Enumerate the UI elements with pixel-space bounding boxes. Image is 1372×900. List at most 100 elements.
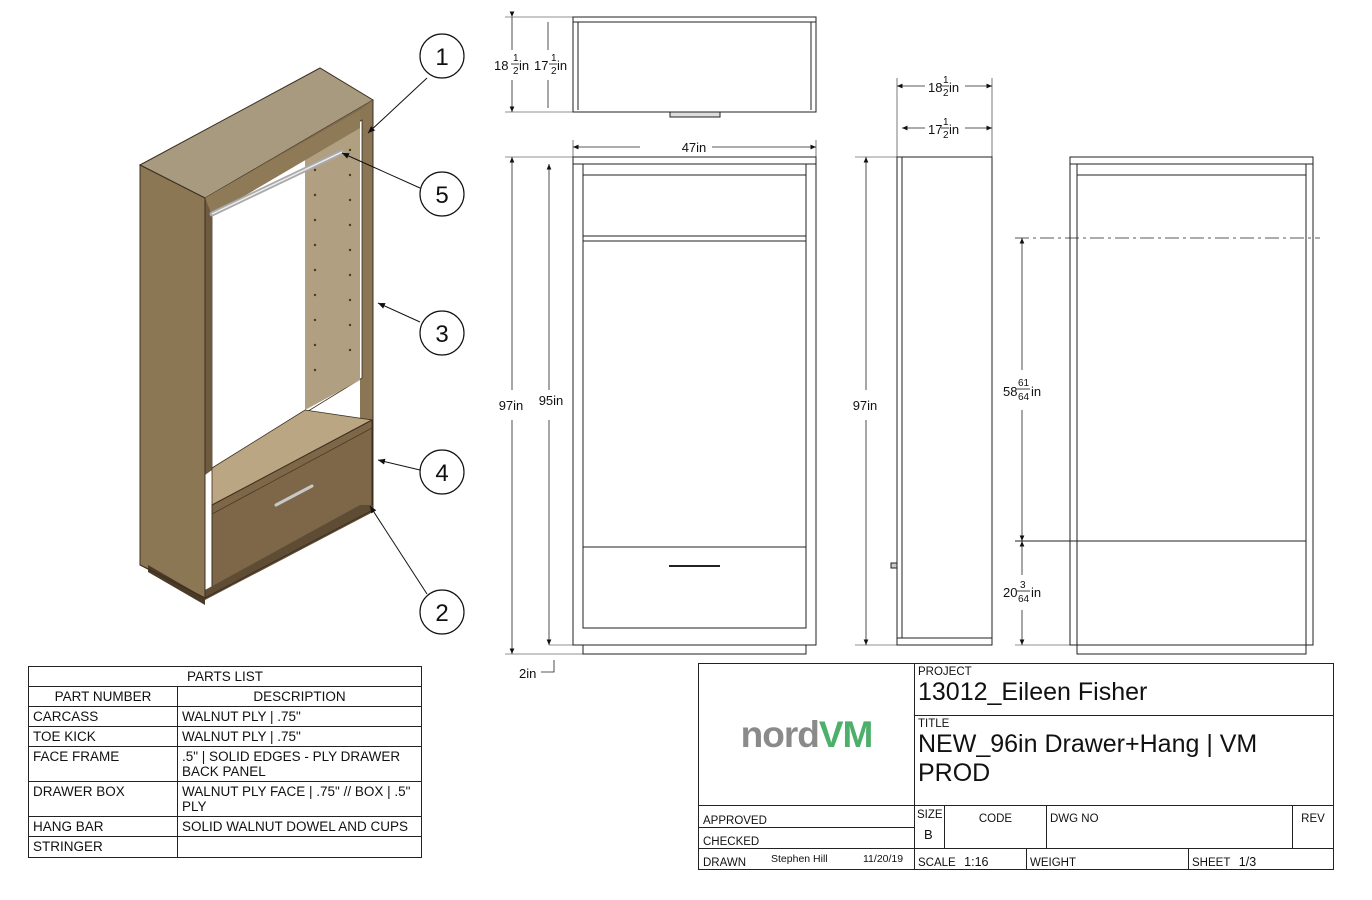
weight-label: WEIGHT xyxy=(1030,857,1076,869)
part-number: HANG BAR xyxy=(28,816,178,837)
size-cell: SIZE B xyxy=(915,806,945,849)
part-number: TOE KICK xyxy=(28,726,178,747)
approved-label: APPROVED xyxy=(703,815,767,827)
dim-top-inner-unit: in xyxy=(557,58,567,73)
dim-side-inner-unit: in xyxy=(949,122,959,137)
callout-2: 2 xyxy=(419,589,465,635)
callout-1-label: 1 xyxy=(435,44,448,71)
callout-3-label: 3 xyxy=(435,321,448,348)
dim-top-inner-whole: 17 xyxy=(534,58,548,73)
dim-side-outer-num: 1 xyxy=(943,75,949,86)
table-row: TOE KICK WALNUT PLY | .75" xyxy=(28,726,422,747)
dim-side-outer-den: 2 xyxy=(943,88,949,99)
table-row: HANG BAR SOLID WALNUT DOWEL AND CUPS xyxy=(28,816,422,837)
table-row: FACE FRAME .5" | SOLID EDGES - PLY DRAWE… xyxy=(28,746,422,782)
logo-area: nordVM xyxy=(699,664,915,806)
scale-cell: SCALE 1:16 xyxy=(915,849,1027,870)
title-cell: TITLE NEW_96in Drawer+Hang | VM PROD xyxy=(915,716,1333,806)
dim-top-outer: 18 1 2 in xyxy=(494,53,529,77)
part-description: SOLID WALNUT DOWEL AND CUPS xyxy=(177,816,422,837)
parts-header-part-number: PART NUMBER xyxy=(28,686,178,707)
scale-label: SCALE xyxy=(918,857,956,869)
parts-header-description: DESCRIPTION xyxy=(177,686,422,707)
dim-side-outer-whole: 18 xyxy=(928,80,942,95)
code-label: CODE xyxy=(978,813,1013,825)
dim-top-outer-unit: in xyxy=(519,58,529,73)
weight-cell: WEIGHT xyxy=(1027,849,1189,870)
table-row: CARCASS WALNUT PLY | .75" xyxy=(28,706,422,727)
dim-side-inner-num: 1 xyxy=(943,117,949,128)
dim-top-inner-num: 1 xyxy=(551,53,557,64)
table-row: DRAWER BOX WALNUT PLY FACE | .75" // BOX… xyxy=(28,781,422,817)
callout-4: 4 xyxy=(419,449,465,495)
part-description: WALNUT PLY | .75" xyxy=(177,706,422,727)
scale-value: 1:16 xyxy=(964,855,989,869)
drawing-title: NEW_96in Drawer+Hang | VM PROD xyxy=(918,730,1258,787)
dim-top-inner: 17 1 2 in xyxy=(534,53,567,77)
dim-top-outer-num: 1 xyxy=(513,53,519,64)
parts-list-table: PARTS LIST PART NUMBER DESCRIPTION CARCA… xyxy=(28,666,422,858)
dim-side-outer-unit: in xyxy=(949,80,959,95)
section-view xyxy=(1015,156,1320,655)
checked-cell: CHECKED xyxy=(699,828,915,849)
drawn-label: DRAWN xyxy=(703,857,747,869)
size-value: B xyxy=(924,827,933,842)
parts-list-title: PARTS LIST xyxy=(28,666,422,687)
dim-top-outer-den: 2 xyxy=(513,66,519,77)
part-description xyxy=(177,836,422,858)
dim-drawer-height: 20 3 64 in xyxy=(1003,580,1041,605)
dim-hang-height-num: 61 xyxy=(1018,378,1030,389)
dim-drawer-height-den: 64 xyxy=(1018,594,1030,605)
dim-side-height: 97in xyxy=(853,398,878,413)
checked-label: CHECKED xyxy=(703,836,760,848)
rev-label: REV xyxy=(1301,813,1325,825)
sheet-label: SHEET xyxy=(1192,857,1231,869)
drawn-date: 11/20/19 xyxy=(863,853,904,865)
drawn-cell: DRAWN Stephen Hill 11/20/19 xyxy=(699,849,915,870)
callout-5: 5 xyxy=(419,171,465,217)
dim-hang-height-whole: 58 xyxy=(1003,384,1017,399)
dim-side-inner: 17 1 2 in xyxy=(928,117,959,141)
dim-hang-height-unit: in xyxy=(1031,384,1041,399)
dim-drawer-height-num: 3 xyxy=(1020,580,1026,591)
dim-side-inner-whole: 17 xyxy=(928,122,942,137)
part-description: WALNUT PLY | .75" xyxy=(177,726,422,747)
rev-cell: REV xyxy=(1293,806,1333,849)
dim-drawer-height-unit: in xyxy=(1031,585,1041,600)
drawn-by: Stephen Hill xyxy=(771,853,828,865)
part-number: FACE FRAME xyxy=(28,746,178,782)
part-description: .5" | SOLID EDGES - PLY DRAWER BACK PANE… xyxy=(177,746,422,782)
callout-3: 3 xyxy=(419,310,465,356)
dim-width: 47in xyxy=(682,140,707,155)
part-number: CARCASS xyxy=(28,706,178,727)
part-number: STRINGER xyxy=(28,836,178,858)
part-number: DRAWER BOX xyxy=(28,781,178,817)
dim-front-height-inner: 95in xyxy=(539,393,564,408)
part-description: WALNUT PLY FACE | .75" // BOX | .5" PLY xyxy=(177,781,422,817)
dwg-no-cell: DWG NO xyxy=(1047,806,1293,849)
sheet-cell: SHEET 1/3 xyxy=(1189,849,1333,870)
dim-top-inner-den: 2 xyxy=(551,66,557,77)
top-view xyxy=(505,11,817,118)
dim-drawer-height-whole: 20 xyxy=(1003,585,1017,600)
callout-4-label: 4 xyxy=(435,460,448,487)
isometric-cabinet-view xyxy=(138,67,374,605)
dim-hang-height: 58 61 64 in xyxy=(1003,378,1041,403)
code-cell: CODE xyxy=(945,806,1047,849)
project-name: 13012_Eileen Fisher xyxy=(918,678,1148,706)
side-view xyxy=(855,78,993,646)
approved-cell: APPROVED xyxy=(699,806,915,828)
callouts xyxy=(341,77,428,595)
sheet-value: 1/3 xyxy=(1238,855,1257,869)
dwg-no-label: DWG NO xyxy=(1050,813,1099,825)
dim-front-height-outer: 97in xyxy=(499,398,524,413)
front-view xyxy=(505,140,817,673)
callout-1: 1 xyxy=(419,33,465,79)
size-label: SIZE xyxy=(917,809,943,821)
dim-hang-height-den: 64 xyxy=(1018,392,1030,403)
title-label: TITLE xyxy=(918,718,950,730)
company-logo: nordVM xyxy=(741,714,874,756)
dim-top-outer-whole: 18 xyxy=(494,58,508,73)
project-cell: PROJECT 13012_Eileen Fisher xyxy=(915,664,1333,716)
